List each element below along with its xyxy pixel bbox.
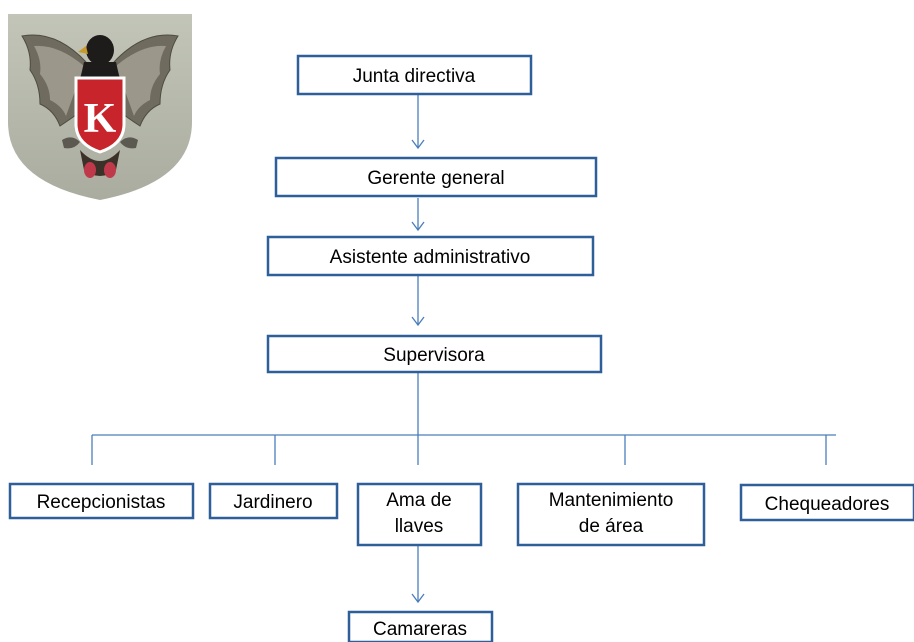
boxes [8, 54, 914, 642]
label-general-manager: Gerente general [367, 168, 504, 189]
label-receptionists: Recepcionistas [37, 492, 166, 513]
label-admin-assistant: Asistente administrativo [330, 247, 531, 268]
arrowhead-assistant [411, 221, 425, 232]
box-board [296, 54, 533, 96]
arrowhead-gm [411, 139, 425, 150]
label-maids: Camareras [373, 619, 467, 640]
label-maintenance-line2: de área [579, 516, 644, 537]
arrowhead-maids [411, 593, 425, 604]
label-maintenance-line1: Mantenimiento [549, 490, 674, 511]
connectors [91, 95, 836, 604]
label-checkers: Chequeadores [765, 494, 890, 515]
box-admin-assistant [266, 235, 595, 277]
logo-letter: K [84, 96, 117, 142]
box-checkers [739, 483, 914, 522]
label-housekeeper-line1: Ama de [386, 490, 451, 511]
company-logo: K [8, 14, 192, 200]
eagle-crest-icon [21, 34, 179, 178]
arrowhead-supervisor [411, 316, 425, 327]
box-maids [347, 610, 494, 642]
box-housekeeper [356, 482, 483, 547]
label-supervisor: Supervisora [383, 345, 485, 366]
box-supervisor [266, 334, 603, 374]
label-housekeeper-line2: llaves [395, 516, 444, 537]
logo-shield [74, 76, 126, 154]
label-board: Junta directiva [353, 66, 476, 87]
box-gardener [208, 482, 339, 520]
box-receptionists [8, 482, 195, 520]
labels: Junta directiva Gerente general Asistent… [37, 66, 890, 640]
box-maintenance [516, 482, 706, 547]
box-general-manager [274, 156, 598, 198]
label-gardener: Jardinero [233, 492, 312, 513]
